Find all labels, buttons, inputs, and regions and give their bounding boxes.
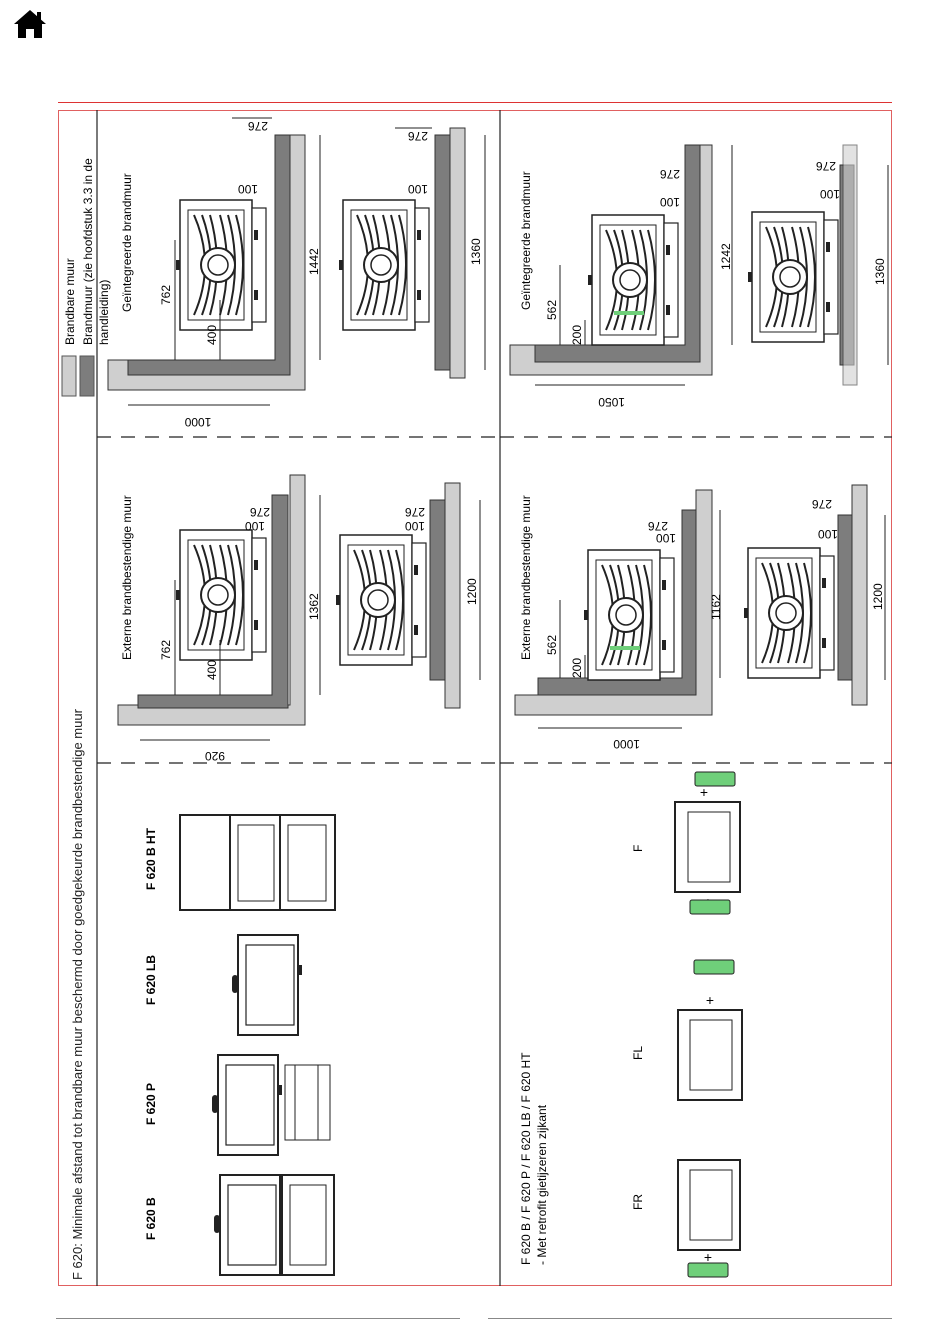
dim-562-be: 562 [545, 635, 559, 655]
variants-note-line2: - Met retrofit gietijzeren zijkant [535, 1104, 549, 1265]
model-f620bht: F 620 B HT [144, 827, 158, 890]
footer-rule-right [488, 1318, 892, 1319]
variants-note-line1: F 620 B / F 620 P / F 620 LB / F 620 HT [519, 1052, 533, 1265]
legend-firewall-line2: handleiding) [97, 280, 111, 345]
dim-276-bi-b: 276 [816, 159, 836, 173]
model-f620b: F 620 B [144, 1197, 158, 1240]
svg-text:+: + [706, 992, 714, 1008]
page-title: F 620: Minimale afstand tot brandbare mu… [70, 708, 85, 1280]
top-external-label: Externe brandbestendige muur [120, 495, 134, 660]
dim-100-a: 100 [238, 182, 258, 196]
dim-100-be-a: 100 [656, 531, 676, 545]
dim-276-b: 276 [408, 129, 428, 143]
dim-276-a: 276 [248, 119, 268, 133]
dim-100-ext-a: 100 [245, 519, 265, 533]
bottom-variants: F FL FR + + + + F 620 B / F 620 P / F 62… [519, 771, 743, 1278]
bottom-external-diagram: Externe brandbestendige muur 1000 562 20… [514, 484, 886, 751]
dim-276-ext-a: 276 [250, 505, 270, 519]
legend-firewall-line1: Brandmuur (zie hoofdstuk 3.3 in de [81, 158, 95, 345]
legend: Brandbare muur Brandmuur (zie hoofdstuk … [61, 158, 111, 397]
variant-fr: FR [631, 1194, 645, 1210]
dim-200-be: 200 [570, 658, 584, 678]
dim-562: 562 [545, 300, 559, 320]
footer-rule-left [56, 1318, 460, 1319]
dim-1000-be: 1000 [613, 737, 640, 751]
dim-1442: 1442 [307, 248, 321, 275]
top-models: F 620 B HT F 620 LB F 620 P F 620 B [144, 814, 336, 1276]
top-external-diagram: Externe brandbestendige muur 920 762 400… [117, 474, 481, 763]
dim-400-ext: 400 [205, 660, 219, 680]
dim-1200-be: 1200 [871, 583, 885, 610]
dim-276-be-b: 276 [812, 497, 832, 511]
variant-fl: FL [631, 1046, 645, 1060]
dim-200: 200 [570, 325, 584, 345]
bottom-external-label: Externe brandbestendige muur [519, 495, 533, 660]
dim-100-be-b: 100 [818, 527, 838, 541]
bottom-integrated-label: Geïntegreerde brandmuur [519, 171, 533, 310]
top-integrated-label: Geïntegreerde brandmuur [120, 173, 134, 312]
svg-text:+: + [704, 1249, 712, 1265]
bottom-integrated-diagram: Geïntegreerde brandmuur 1050 562 200 124… [509, 144, 889, 409]
dim-1360-b: 1360 [873, 258, 887, 285]
dim-100-bi-a: 100 [660, 195, 680, 209]
dim-920: 920 [205, 749, 225, 763]
dim-1050: 1050 [598, 395, 625, 409]
dim-100-ext-b: 100 [405, 519, 425, 533]
dim-276-ext-b: 276 [405, 505, 425, 519]
dim-276-bi-a: 276 [660, 167, 680, 181]
top-integrated-diagram: Geïntegreerde brandmuur 1000 762 400 144… [107, 117, 486, 429]
dim-276-be-a: 276 [648, 519, 668, 533]
dim-1000: 1000 [184, 415, 211, 429]
dim-1360: 1360 [469, 238, 483, 265]
dim-1200: 1200 [465, 578, 479, 605]
dim-762-ext: 762 [159, 640, 173, 660]
legend-combustible: Brandbare muur [63, 258, 77, 345]
header-rule [58, 102, 892, 103]
variant-f: F [631, 845, 645, 852]
dim-762: 762 [159, 285, 173, 305]
dim-400: 400 [205, 325, 219, 345]
dim-100-b: 100 [408, 182, 428, 196]
dim-1362: 1362 [307, 593, 321, 620]
content-frame [58, 110, 892, 1286]
svg-text:+: + [700, 784, 708, 800]
dim-1242: 1242 [719, 243, 733, 270]
model-f620p: F 620 P [144, 1083, 158, 1125]
model-f620lb: F 620 LB [144, 955, 158, 1005]
dim-1162: 1162 [709, 594, 723, 620]
home-icon[interactable] [12, 8, 48, 40]
dim-100-bi-b: 100 [820, 187, 840, 201]
